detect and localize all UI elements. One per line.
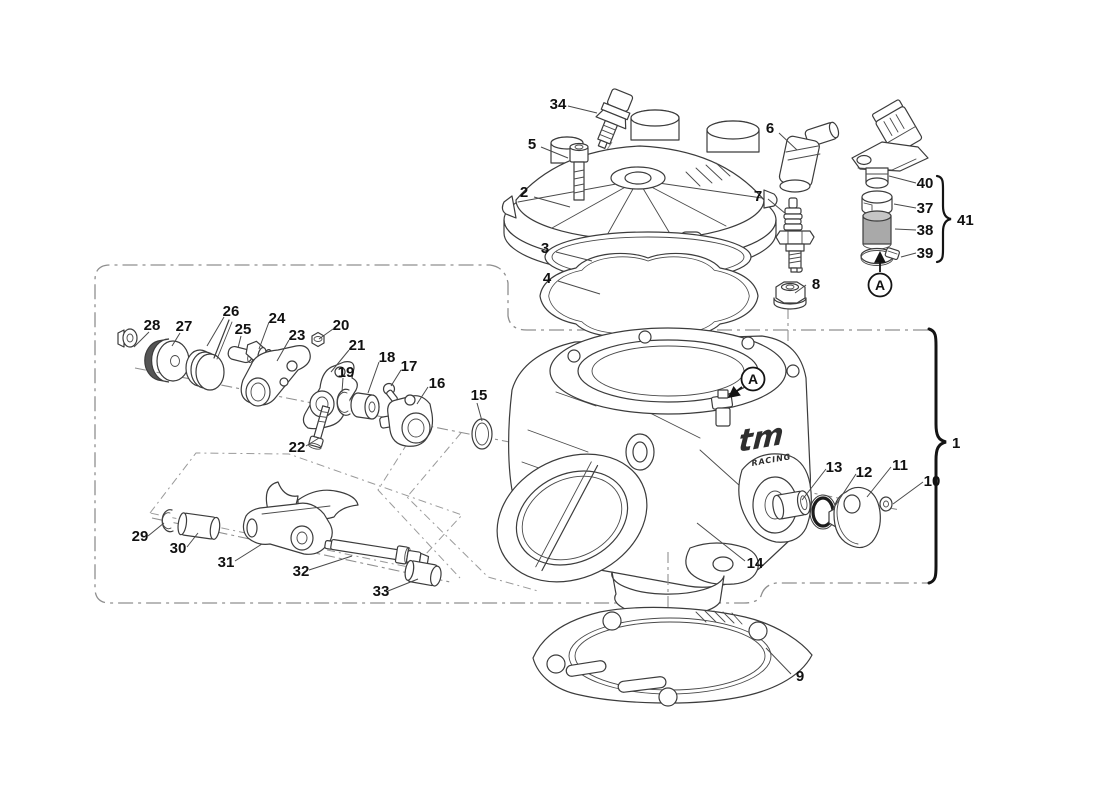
detail-marker-a-top: A — [867, 250, 893, 298]
part-temp-sensor — [595, 88, 634, 149]
callout-39: 39 — [917, 245, 934, 262]
callout-21: 21 — [349, 337, 366, 354]
part-bolt-5 — [569, 142, 589, 201]
callout-34: 34 — [550, 96, 567, 113]
callout-23: 23 — [289, 327, 306, 344]
callout-37: 37 — [917, 200, 934, 217]
brand-logo: tm — [737, 417, 784, 460]
callout-15: 15 — [471, 387, 488, 404]
callout-28: 28 — [144, 317, 161, 334]
callout-29: 29 — [132, 528, 149, 545]
callout-2: 2 — [520, 184, 528, 201]
arrow-down-left-icon — [727, 386, 743, 399]
part-sleeve-30 — [177, 512, 221, 540]
callout-4: 4 — [543, 270, 552, 287]
callout-32: 32 — [293, 563, 310, 580]
callout-31: 31 — [218, 554, 235, 571]
part-washer-10 — [879, 496, 893, 512]
outer-boundary-outline — [94, 264, 928, 604]
callout-5: 5 — [528, 136, 536, 153]
part-circlip-29 — [161, 509, 174, 533]
part-bolt-22 — [308, 405, 331, 450]
callout-20: 20 — [333, 317, 350, 334]
part-nut-20 — [311, 331, 325, 348]
callout-9: 9 — [796, 668, 804, 685]
lever-group-chevron-right — [406, 432, 539, 592]
part-cylinder-body: tm RACING — [496, 327, 812, 618]
part-lever-plate-23 — [240, 345, 311, 407]
shaft-group-outline — [149, 452, 463, 569]
callout-13: 13 — [826, 459, 843, 476]
callout-41: 41 — [957, 212, 974, 229]
callout-8: 8 — [812, 276, 820, 293]
part-pulley-27 — [144, 338, 190, 383]
part-valve-block-31 — [242, 481, 359, 555]
callout-labels: 1 2 3 4 5 6 7 8 9 10 11 12 13 14 15 16 1… — [132, 96, 974, 685]
callout-38: 38 — [917, 222, 934, 239]
part-hose-clamp — [860, 247, 900, 266]
part-spacer-ring — [861, 190, 893, 216]
part-valve-cover-16 — [379, 394, 434, 447]
callout-40: 40 — [917, 175, 934, 192]
part-torsion-spring-26 — [185, 319, 233, 391]
callout-17: 17 — [401, 358, 418, 375]
arrow-up-icon — [874, 250, 886, 272]
assembly-bracket-1 — [927, 327, 947, 585]
detail-marker-label: A — [875, 277, 885, 293]
detail-marker-a-cylinder: A — [727, 366, 766, 399]
callout-22: 22 — [289, 439, 306, 456]
lever-group-chevron-left — [377, 427, 461, 579]
part-flange-nut — [773, 281, 807, 310]
part-sensor-assembly — [851, 99, 929, 189]
part-roller-18 — [350, 392, 380, 420]
callout-26: 26 — [223, 303, 240, 320]
callout-10: 10 — [924, 473, 941, 490]
callout-27: 27 — [176, 318, 193, 335]
part-shaft-32 — [324, 538, 430, 566]
part-rubber-hose — [862, 210, 892, 250]
callout-18: 18 — [379, 349, 396, 366]
hose-kit-bracket-41 — [935, 174, 952, 264]
callout-33: 33 — [373, 583, 390, 600]
part-plug-cap — [778, 121, 840, 193]
callout-12: 12 — [856, 464, 873, 481]
callout-14: 14 — [747, 555, 764, 572]
part-cap-33 — [404, 559, 442, 587]
callout-1: 1 — [952, 435, 960, 452]
callout-6: 6 — [766, 120, 774, 137]
callout-19: 19 — [338, 364, 355, 381]
part-bushing-13 — [772, 490, 811, 520]
part-head-gasket — [539, 252, 759, 338]
callout-11: 11 — [892, 457, 908, 474]
part-base-gasket — [532, 606, 813, 707]
callout-7: 7 — [754, 188, 762, 205]
callout-16: 16 — [429, 375, 446, 392]
callout-24: 24 — [269, 310, 286, 327]
part-spark-plug — [775, 197, 815, 273]
detail-marker-label: A — [748, 371, 758, 387]
part-oring-15 — [471, 418, 493, 450]
callout-25: 25 — [235, 321, 252, 338]
part-valve-plate-11 — [828, 486, 881, 549]
callout-3: 3 — [541, 240, 549, 257]
part-circlip-19 — [336, 388, 351, 416]
callout-30: 30 — [170, 540, 187, 557]
part-washer-28 — [117, 328, 138, 348]
leader-lines — [133, 105, 924, 675]
